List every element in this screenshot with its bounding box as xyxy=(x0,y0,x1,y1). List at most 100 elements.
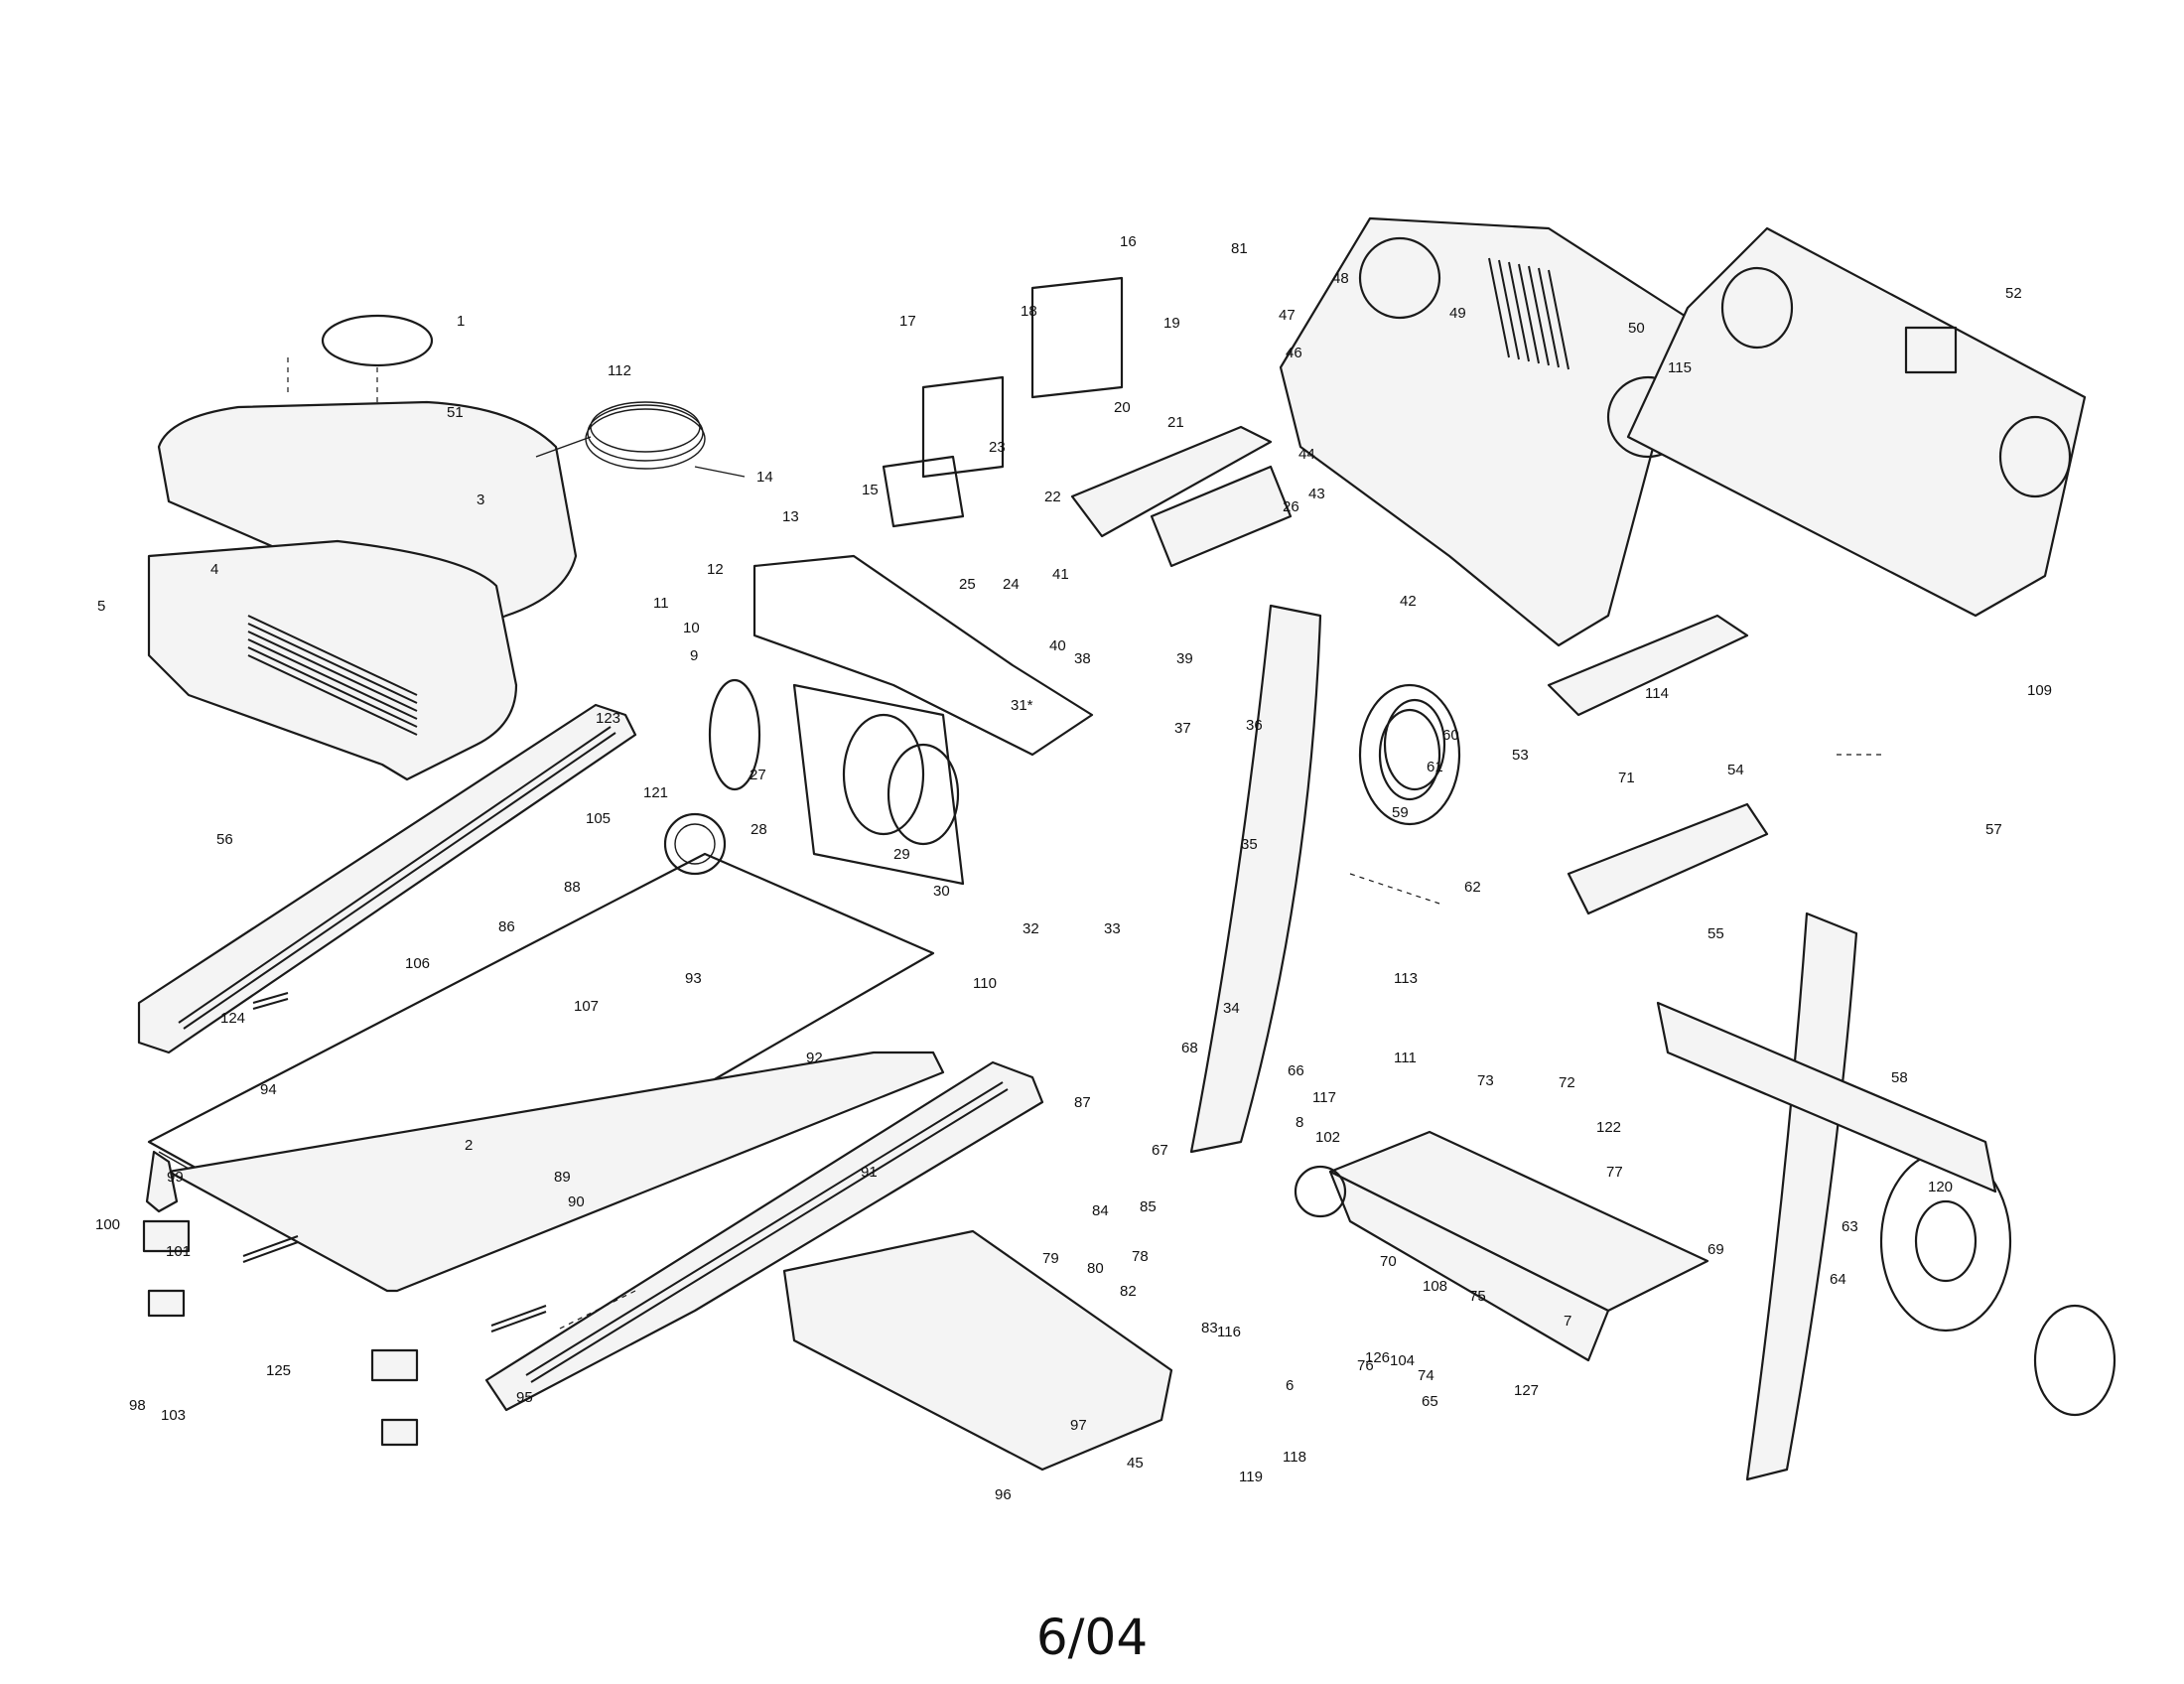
callout: 59 xyxy=(1392,804,1409,821)
callout: 76 xyxy=(1357,1357,1374,1374)
left-upright xyxy=(1070,425,1322,1154)
callout: 96 xyxy=(995,1486,1012,1503)
callout: 64 xyxy=(1830,1271,1846,1288)
callout: 70 xyxy=(1380,1253,1397,1270)
callout: 125 xyxy=(266,1362,291,1379)
callout: 33 xyxy=(1104,920,1121,937)
callout: 41 xyxy=(1052,566,1069,583)
power-cord xyxy=(535,401,746,478)
callout: 102 xyxy=(1315,1129,1340,1146)
callout: 88 xyxy=(564,879,581,896)
callout: 126 xyxy=(1365,1349,1390,1366)
callout: 73 xyxy=(1477,1072,1494,1089)
callout: 46 xyxy=(1286,345,1302,361)
callout: 65 xyxy=(1422,1393,1438,1410)
callout: 118 xyxy=(1283,1449,1306,1466)
callout: 116 xyxy=(1217,1324,1241,1340)
front-roller xyxy=(142,1150,419,1447)
callout: 47 xyxy=(1279,307,1296,324)
callout: 45 xyxy=(1127,1455,1144,1472)
callout: 110 xyxy=(973,975,997,992)
callout: 66 xyxy=(1288,1062,1304,1079)
callout: 120 xyxy=(1928,1179,1953,1195)
callout: 69 xyxy=(1707,1241,1724,1258)
callout: 2 xyxy=(465,1137,473,1154)
callout: 124 xyxy=(220,1010,245,1027)
callout: 57 xyxy=(1985,821,2002,838)
callout: 60 xyxy=(1442,727,1459,744)
motor-hood-assembly xyxy=(147,314,578,781)
console xyxy=(1279,216,2087,647)
motor-assembly xyxy=(663,276,1124,886)
callout: 91 xyxy=(861,1164,878,1181)
callout: 6 xyxy=(1286,1377,1294,1394)
callout: 85 xyxy=(1140,1198,1157,1215)
callout: 83 xyxy=(1201,1320,1218,1336)
callout: 55 xyxy=(1707,925,1724,942)
callout: 23 xyxy=(989,439,1006,456)
callout: 28 xyxy=(751,821,767,838)
callout: 89 xyxy=(554,1169,571,1186)
callout: 25 xyxy=(959,576,976,593)
callout: 63 xyxy=(1842,1218,1858,1235)
callout: 82 xyxy=(1120,1283,1137,1300)
callout: 113 xyxy=(1394,970,1418,987)
callout: 54 xyxy=(1727,762,1744,778)
callout: 109 xyxy=(2027,682,2052,699)
callout: 111 xyxy=(1394,1050,1417,1066)
callout: 32 xyxy=(1023,920,1039,937)
callout: 86 xyxy=(498,918,515,935)
callout: 72 xyxy=(1559,1074,1575,1091)
callout: 4 xyxy=(210,561,218,578)
callout: 84 xyxy=(1092,1202,1109,1219)
callout: 127 xyxy=(1514,1382,1539,1399)
callout: 108 xyxy=(1423,1278,1447,1295)
callout: 34 xyxy=(1223,1000,1240,1017)
callout: 121 xyxy=(643,784,668,801)
callout: 98 xyxy=(129,1397,146,1414)
callout: 114 xyxy=(1645,685,1669,702)
callout: 27 xyxy=(750,767,766,783)
callout: 13 xyxy=(782,508,799,525)
callout: 94 xyxy=(260,1081,277,1098)
callout: 62 xyxy=(1464,879,1481,896)
callout: 74 xyxy=(1418,1367,1434,1384)
callout: 75 xyxy=(1469,1288,1486,1305)
callout: 38 xyxy=(1074,650,1091,667)
right-rail xyxy=(484,1060,1044,1412)
callout: 16 xyxy=(1120,233,1137,250)
callout: 43 xyxy=(1308,486,1325,502)
callout: 105 xyxy=(586,810,611,827)
callout: 103 xyxy=(161,1407,186,1424)
callout: 35 xyxy=(1241,836,1258,853)
callout: 90 xyxy=(568,1193,585,1210)
callout: 100 xyxy=(95,1216,120,1233)
callout: 99 xyxy=(167,1169,184,1186)
callout: 51 xyxy=(447,404,464,421)
callout: 117 xyxy=(1312,1089,1336,1106)
callout: 53 xyxy=(1512,747,1529,764)
callout: 3 xyxy=(477,491,484,508)
callout: 31* xyxy=(1011,697,1033,714)
callout: 61 xyxy=(1427,759,1443,775)
callout: 56 xyxy=(216,831,233,848)
leader-lines xyxy=(287,357,1886,1332)
callout: 122 xyxy=(1596,1119,1621,1136)
callout: 80 xyxy=(1087,1260,1104,1277)
callout: 26 xyxy=(1283,498,1299,515)
right-upright xyxy=(1547,614,1858,1481)
callout: 12 xyxy=(707,561,724,578)
callout: 123 xyxy=(596,710,620,727)
callout: 44 xyxy=(1298,446,1315,463)
walking-deck xyxy=(147,852,945,1293)
callout: 14 xyxy=(756,469,773,486)
callout: 101 xyxy=(166,1243,191,1260)
callout: 78 xyxy=(1132,1248,1149,1265)
callout: 29 xyxy=(893,846,910,863)
callout: 7 xyxy=(1564,1313,1571,1330)
callout: 17 xyxy=(899,313,916,330)
callout: 15 xyxy=(862,482,879,498)
callout: 40 xyxy=(1049,637,1066,654)
page-number: 6/04 xyxy=(1035,1609,1149,1666)
